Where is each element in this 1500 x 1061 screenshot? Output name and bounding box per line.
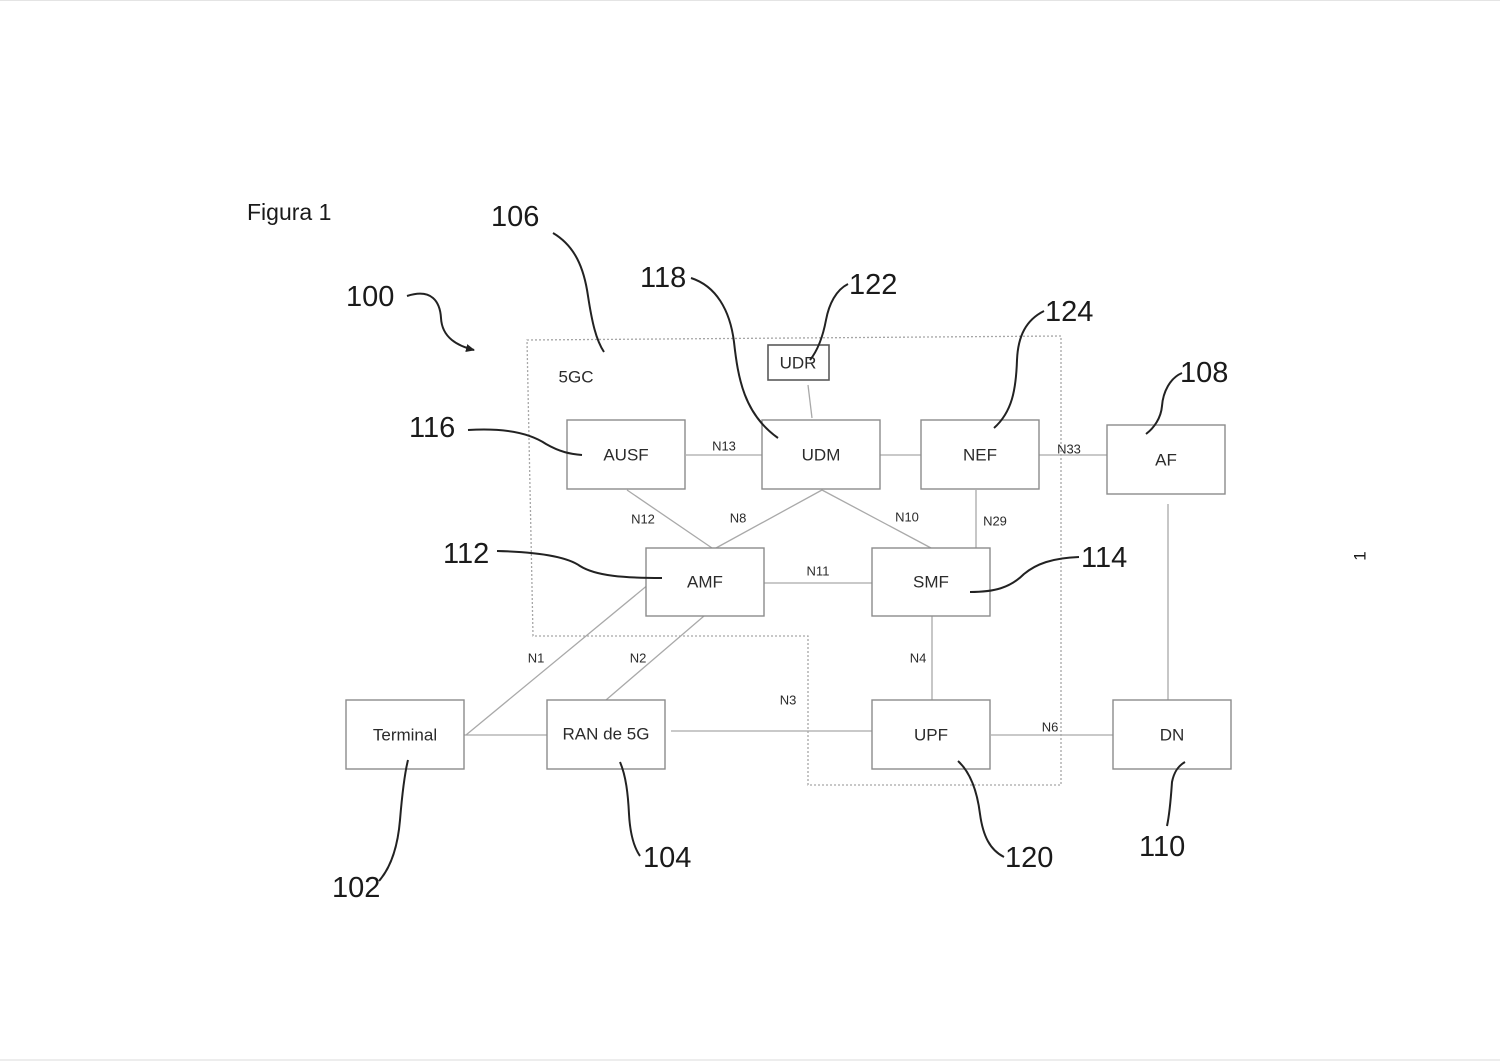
iface-n13: N13 [712, 439, 736, 454]
reference-numerals: 100 106 118 122 124 108 116 112 114 102 … [332, 201, 1228, 904]
terminal-label: Terminal [373, 726, 437, 745]
ausf-label: AUSF [603, 446, 648, 465]
iface-n10: N10 [895, 510, 919, 525]
ref-122: 122 [849, 269, 897, 301]
iface-n33: N33 [1057, 442, 1081, 457]
ref-104: 104 [643, 842, 691, 874]
ref-120: 120 [1005, 842, 1053, 874]
iface-n3: N3 [780, 693, 797, 708]
leader-124 [994, 311, 1044, 428]
iface-n12: N12 [631, 512, 655, 527]
udr-label: UDR [780, 354, 817, 373]
ref-116: 116 [409, 412, 455, 444]
iface-n2: N2 [630, 651, 647, 666]
ref-112: 112 [443, 538, 489, 570]
leader-120 [958, 761, 1004, 857]
ref-108: 108 [1180, 357, 1228, 389]
ref-110: 110 [1139, 831, 1185, 863]
leader-lines [379, 233, 1185, 881]
ref-102: 102 [332, 872, 380, 904]
iface-n11: N11 [807, 564, 830, 579]
amf-label: AMF [687, 573, 723, 592]
upf-label: UPF [914, 726, 948, 745]
leader-112 [497, 551, 662, 578]
ran-label: RAN de 5G [563, 725, 650, 744]
figure-caption: Figura 1 [247, 199, 331, 225]
leader-100-arrow [407, 294, 474, 350]
nef-label: NEF [963, 446, 997, 465]
leader-116 [468, 430, 582, 455]
ref-114: 114 [1081, 542, 1127, 574]
leader-102 [379, 760, 408, 881]
iface-n1: N1 [528, 651, 545, 666]
ref-106: 106 [491, 201, 539, 233]
core-network-label: 5GC [559, 368, 594, 387]
udm-label: UDM [802, 446, 841, 465]
iface-n29: N29 [983, 514, 1007, 529]
ref-100: 100 [346, 281, 394, 313]
iface-n4: N4 [910, 651, 927, 666]
link-udr-udm [808, 385, 812, 418]
iface-n6: N6 [1042, 720, 1059, 735]
af-label: AF [1155, 451, 1177, 470]
smf-label: SMF [913, 573, 949, 592]
leader-106 [553, 233, 604, 352]
iface-n8: N8 [730, 511, 747, 526]
page-number: 1 [1351, 551, 1370, 560]
ref-118: 118 [640, 262, 686, 294]
ref-124: 124 [1045, 296, 1093, 328]
leader-110 [1167, 762, 1185, 826]
leader-118 [691, 278, 778, 438]
dn-label: DN [1160, 726, 1185, 745]
leader-104 [620, 762, 640, 856]
link-amf-ran [606, 616, 704, 700]
